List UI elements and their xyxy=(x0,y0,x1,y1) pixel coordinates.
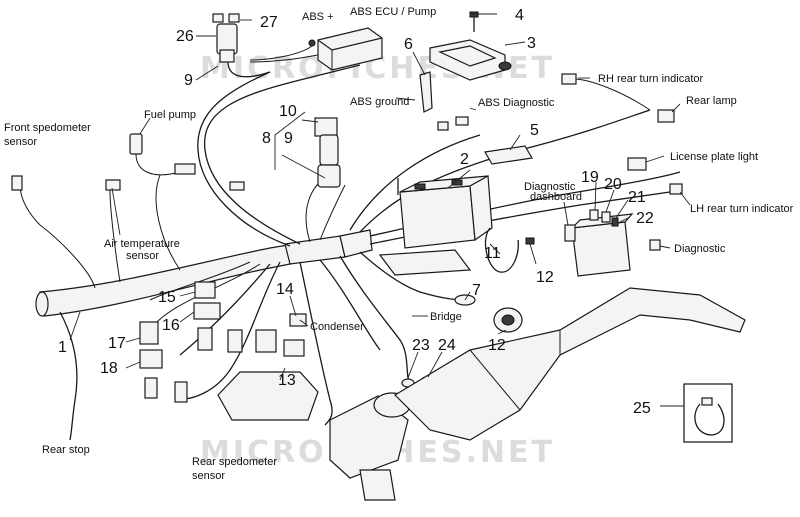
battery-2 xyxy=(397,175,493,249)
callout-6: 6 xyxy=(404,36,413,53)
label-diag-dashboard-1: Diagnostic xyxy=(524,181,576,193)
label-air-temp-2: sensor xyxy=(126,250,159,262)
wire-11 xyxy=(484,227,519,273)
abs-ecu-pump xyxy=(249,27,383,71)
connector-15 xyxy=(289,313,307,327)
callout-25: 24 xyxy=(438,337,456,354)
callout-5: 5 xyxy=(530,122,539,139)
starter-motor xyxy=(329,392,411,501)
label-abs-ecu: ABS ECU / Pump xyxy=(350,6,436,18)
license-light-connector xyxy=(627,157,647,171)
connector-small-b xyxy=(229,181,245,191)
callout-15: 14 xyxy=(276,281,294,298)
callout-18: 17 xyxy=(108,335,126,352)
callout-27: 26 xyxy=(176,28,194,45)
label-lh-rear-turn: LH rear turn indicator xyxy=(690,203,794,215)
label-diagnostic: Diagnostic xyxy=(674,243,726,255)
diagnostic-connector xyxy=(649,239,661,251)
label-air-temp-1: Air temperature xyxy=(104,238,180,250)
callout-23: 22 xyxy=(636,210,654,227)
rear-connectors xyxy=(561,73,683,195)
label-abs-diagnostic: ABS Diagnostic xyxy=(478,97,555,109)
callout-20: 19 xyxy=(581,169,599,186)
socket-13 xyxy=(493,307,523,333)
fuse-box xyxy=(564,209,661,277)
rear-subframe xyxy=(394,287,746,441)
callout-10: 10 xyxy=(279,103,297,120)
lh-turn-connector xyxy=(669,183,683,195)
callout-17: 16 xyxy=(162,317,180,334)
relay-holder-14 xyxy=(217,371,319,421)
callout-24: 23 xyxy=(412,337,430,354)
abs-diag-connector-b xyxy=(455,116,469,126)
callout-22: 21 xyxy=(628,189,646,206)
label-rear-stop: Rear stop xyxy=(42,444,90,456)
fuel-pump-connector xyxy=(129,133,181,176)
abs-diag-connector-a xyxy=(437,121,449,131)
air-temp-sensor xyxy=(105,179,121,191)
label-rh-rear-turn: RH rear turn indicator xyxy=(598,73,703,85)
callout-21: 20 xyxy=(604,176,622,193)
callout-numbers: 26 27 9 4 3 6 5 10 8 9 2 19 20 21 22 11 … xyxy=(58,7,654,417)
callout-3: 3 xyxy=(527,35,536,52)
label-diag-dashboard-2: dashboard xyxy=(530,191,582,203)
callout-13: 12 xyxy=(488,337,506,354)
abs-connector-27-28 xyxy=(212,13,271,78)
callout-16: 15 xyxy=(158,289,176,306)
label-abs-ground: ABS ground xyxy=(350,96,409,108)
screw-4 xyxy=(469,11,479,32)
callout-8: 8 xyxy=(262,130,271,147)
screw-12 xyxy=(525,237,535,245)
callout-26: 25 xyxy=(633,400,651,417)
label-rear-speedo-1: Rear spedometer xyxy=(192,456,277,468)
abs-ground-strap xyxy=(419,71,433,113)
label-front-speedo-2: sensor xyxy=(4,136,37,148)
callout-19: 18 xyxy=(100,360,118,377)
callout-12: 12 xyxy=(536,269,554,286)
callout-7: 7 xyxy=(472,282,481,299)
connector-small-a xyxy=(174,163,196,175)
label-rear-speedo-2: sensor xyxy=(192,470,225,482)
leader-lines xyxy=(69,13,691,407)
rear-lamp-connector xyxy=(657,109,675,123)
callout-1: 1 xyxy=(58,339,67,356)
callout-4: 4 xyxy=(515,7,524,24)
label-fuel-pump: Fuel pump xyxy=(144,109,196,121)
callout-14: 13 xyxy=(278,372,296,389)
label-license-plate: License plate light xyxy=(670,151,758,163)
callout-28: 27 xyxy=(260,14,278,31)
relay-connector-9-10 xyxy=(314,117,341,188)
label-rear-lamp: Rear lamp xyxy=(686,95,737,107)
front-speedo-sensor xyxy=(11,175,23,191)
bracket-3 xyxy=(429,39,512,81)
label-front-speedo-1: Front spedometer xyxy=(4,122,91,134)
callout-11: 11 xyxy=(484,245,501,262)
label-bridge: Bridge xyxy=(430,311,462,323)
label-condenser: Condenser xyxy=(310,321,364,333)
rh-turn-connector xyxy=(561,73,577,85)
callout-2: 2 xyxy=(460,151,469,168)
label-abs-plus: ABS + xyxy=(302,11,334,23)
cable-tie-box xyxy=(683,383,733,443)
abs-plus-terminal xyxy=(308,39,316,47)
plate-5 xyxy=(484,145,533,165)
condenser xyxy=(283,339,305,357)
callout-9-mid: 9 xyxy=(284,130,293,147)
battery-tray xyxy=(378,249,472,276)
text-labels: ABS + ABS ECU / Pump RH rear turn indica… xyxy=(4,6,794,482)
callout-9-top: 9 xyxy=(184,72,193,89)
relays-left xyxy=(139,281,277,403)
